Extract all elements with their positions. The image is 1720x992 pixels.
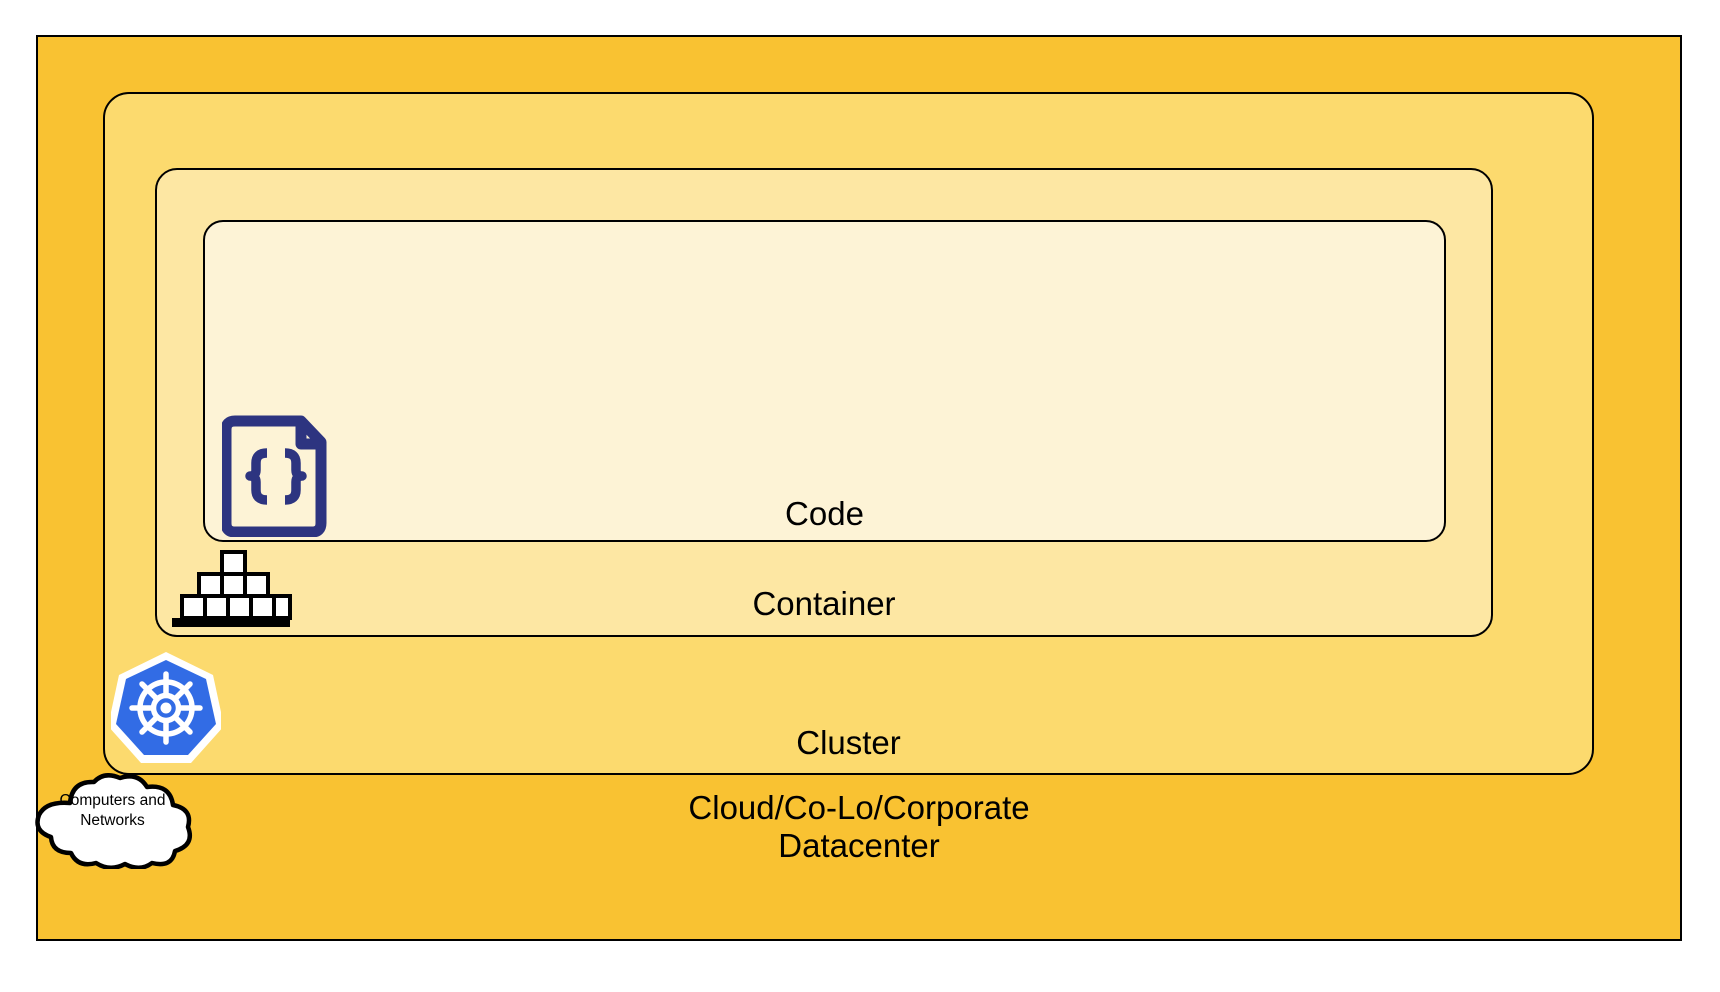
layer-label-code: Code	[785, 495, 864, 532]
layer-label-cluster: Cluster	[796, 724, 901, 761]
layer-code[interactable]	[203, 220, 1446, 542]
code-file-icon	[222, 412, 330, 537]
layer-label-container: Container	[752, 585, 896, 622]
kubernetes-icon	[111, 650, 221, 765]
container-bricks-icon	[170, 550, 292, 628]
layer-label-datacenter: Cloud/Co-Lo/Corporate Datacenter	[688, 789, 1030, 865]
cloud-icon	[30, 773, 195, 869]
